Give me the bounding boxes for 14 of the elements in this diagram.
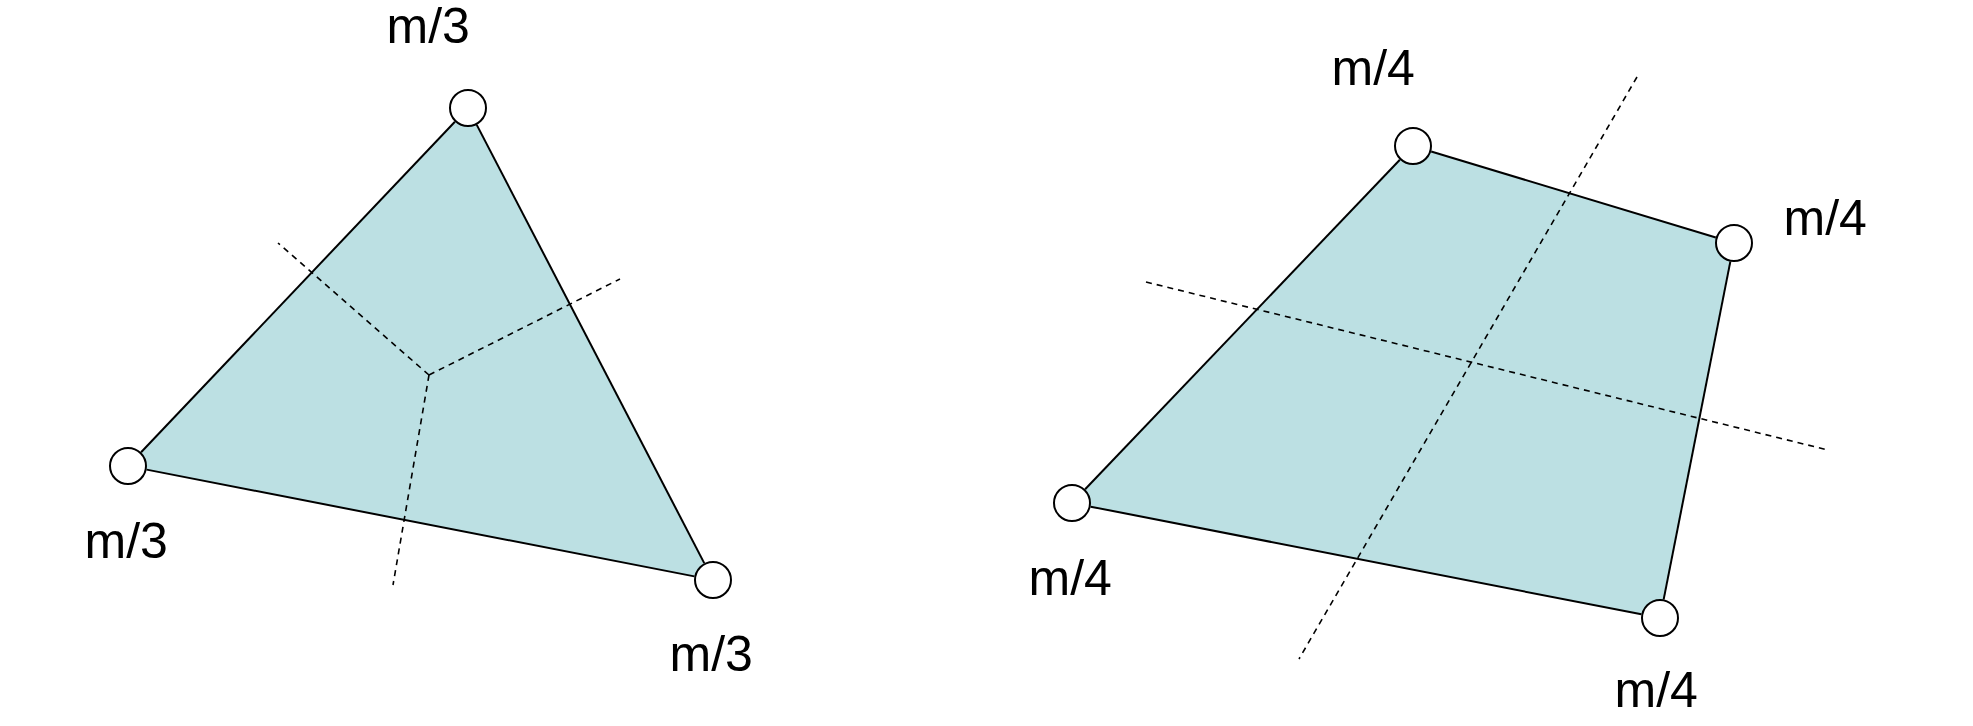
plate-edge-line bbox=[1084, 158, 1401, 491]
mass-label: m/3 bbox=[386, 0, 470, 54]
plate-edge-line bbox=[475, 123, 706, 565]
plate-edge-line bbox=[145, 468, 696, 578]
mass-label: m/3 bbox=[669, 626, 753, 682]
mass-label: m/4 bbox=[1331, 40, 1415, 96]
plate-edge-line bbox=[1662, 260, 1732, 601]
mass-label: m/3 bbox=[84, 513, 168, 569]
plate-edge-line bbox=[140, 120, 456, 454]
mass-label: m/4 bbox=[1028, 550, 1112, 606]
mass-label: m/4 bbox=[1783, 190, 1867, 246]
plate-edge-line bbox=[1430, 150, 1717, 239]
mass-label: m/4 bbox=[1614, 662, 1698, 718]
plate-edge-line bbox=[1089, 505, 1643, 616]
